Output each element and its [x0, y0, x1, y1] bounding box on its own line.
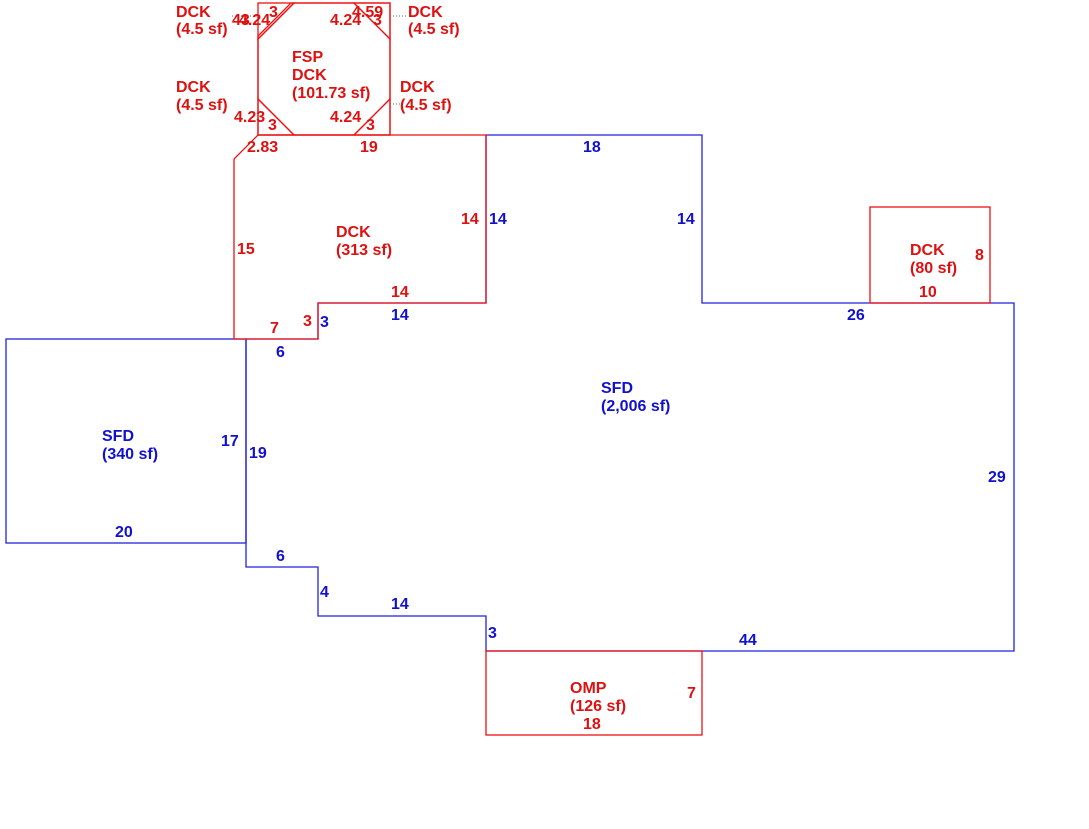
dim-blue-step-3: 3 — [320, 314, 329, 331]
dim-blue-right-26: 26 — [847, 307, 865, 324]
area-labels: SFD (2,006 sf) SFD (340 sf) DCK (313 sf)… — [102, 4, 957, 715]
dim-blue-low-14: 14 — [391, 596, 409, 613]
dck-small-bl-area: (4.5 sf) — [176, 97, 228, 114]
dim-red-deck-14-right: 14 — [461, 211, 479, 228]
sfd-left-area: (340 sf) — [102, 446, 158, 463]
dim-red-oct-br-3: 3 — [366, 117, 375, 134]
dim-red-oct-tr-459: 4.59 — [352, 4, 383, 21]
dim-blue-step-6: 6 — [276, 344, 285, 361]
dck-small-tl-code: DCK — [176, 4, 211, 21]
dck-small-bl-code: DCK — [176, 79, 211, 96]
sfd-left-code: SFD — [102, 428, 134, 445]
dim-blue-right-29: 29 — [988, 469, 1006, 486]
dim-red-oct-bl-423: 4.23 — [234, 109, 265, 126]
deck-outlines — [232, 2, 991, 736]
dim-blue-mid-14: 14 — [489, 211, 507, 228]
dim-blue-left-19: 19 — [249, 445, 267, 462]
dim-blue-low-4: 4 — [320, 584, 329, 601]
blue-dimensions: 18 14 14 3 14 6 17 19 20 6 4 14 3 44 29 … — [115, 139, 1006, 649]
dim-red-oct-tl-424: 4.24 — [239, 12, 270, 29]
fsp-code: FSP — [292, 49, 323, 66]
dim-blue-left-20: 20 — [115, 524, 133, 541]
dim-blue-right-14: 14 — [677, 211, 695, 228]
dim-red-deck-19: 19 — [360, 139, 378, 156]
dim-red-deck-3: 3 — [303, 313, 312, 330]
dim-red-omp-7: 7 — [687, 685, 696, 702]
dim-red-oct-bl-3: 3 — [268, 117, 277, 134]
dim-blue-low-3: 3 — [488, 625, 497, 642]
dck-small-bl-shape — [257, 97, 296, 136]
dim-red-deck-14-step: 14 — [391, 284, 409, 301]
dim-red-deck-15: 15 — [237, 241, 255, 258]
dck-right-outline — [869, 206, 991, 304]
omp-code: OMP — [570, 680, 607, 697]
dck-main-area: (313 sf) — [336, 242, 392, 259]
dck-small-tr-area: (4.5 sf) — [408, 21, 460, 38]
dck-small-tr-shape — [352, 2, 391, 41]
sfd-main-code: SFD — [601, 380, 633, 397]
dim-blue-top-18: 18 — [583, 139, 601, 156]
omp-outline — [485, 650, 703, 736]
sfd-left-outline — [5, 338, 247, 544]
dck-small-br-area: (4.5 sf) — [400, 97, 452, 114]
fsp-dck-code: DCK — [292, 67, 327, 84]
dim-red-dck80-8: 8 — [975, 247, 984, 264]
dck-small-tr-code: DCK — [408, 4, 443, 21]
dck-main-code: DCK — [336, 224, 371, 241]
dck-small-br-shape — [352, 97, 391, 136]
dim-blue-step-14: 14 — [391, 307, 409, 324]
omp-area: (126 sf) — [570, 698, 626, 715]
dck-main-outline — [233, 134, 487, 340]
dck-small-br-code: DCK — [400, 79, 435, 96]
dim-red-omp-18: 18 — [583, 716, 601, 733]
dim-red-deck-7: 7 — [270, 320, 279, 337]
dim-blue-bottom-44: 44 — [739, 632, 757, 649]
dim-blue-low-6: 6 — [276, 548, 285, 565]
sfd-outlines — [5, 134, 1015, 652]
red-dimensions: 19 2.83 15 14 14 3 7 8 10 7 18 43 4.24 3… — [232, 4, 984, 733]
dim-blue-left-17: 17 — [221, 433, 239, 450]
fsp-area: (101.73 sf) — [292, 85, 370, 102]
dim-red-oct-br-424: 4.24 — [330, 109, 361, 126]
dim-red-oct-tr-3: 3 — [373, 12, 382, 29]
sfd-main-area: (2,006 sf) — [601, 398, 670, 415]
dim-red-deck-2-83: 2.83 — [247, 139, 278, 156]
dim-red-oct-tl-3: 3 — [269, 4, 278, 21]
dck-small-tl-area: (4.5 sf) — [176, 21, 228, 38]
dck-right-code: DCK — [910, 242, 945, 259]
dim-red-dck80-10: 10 — [919, 284, 937, 301]
dck-small-tl-shape — [257, 2, 296, 41]
dck-right-area: (80 sf) — [910, 260, 957, 277]
dim-red-oct-tr-424: 4.24 — [330, 12, 361, 29]
dim-red-oct-tl-43: 43 — [232, 12, 250, 29]
